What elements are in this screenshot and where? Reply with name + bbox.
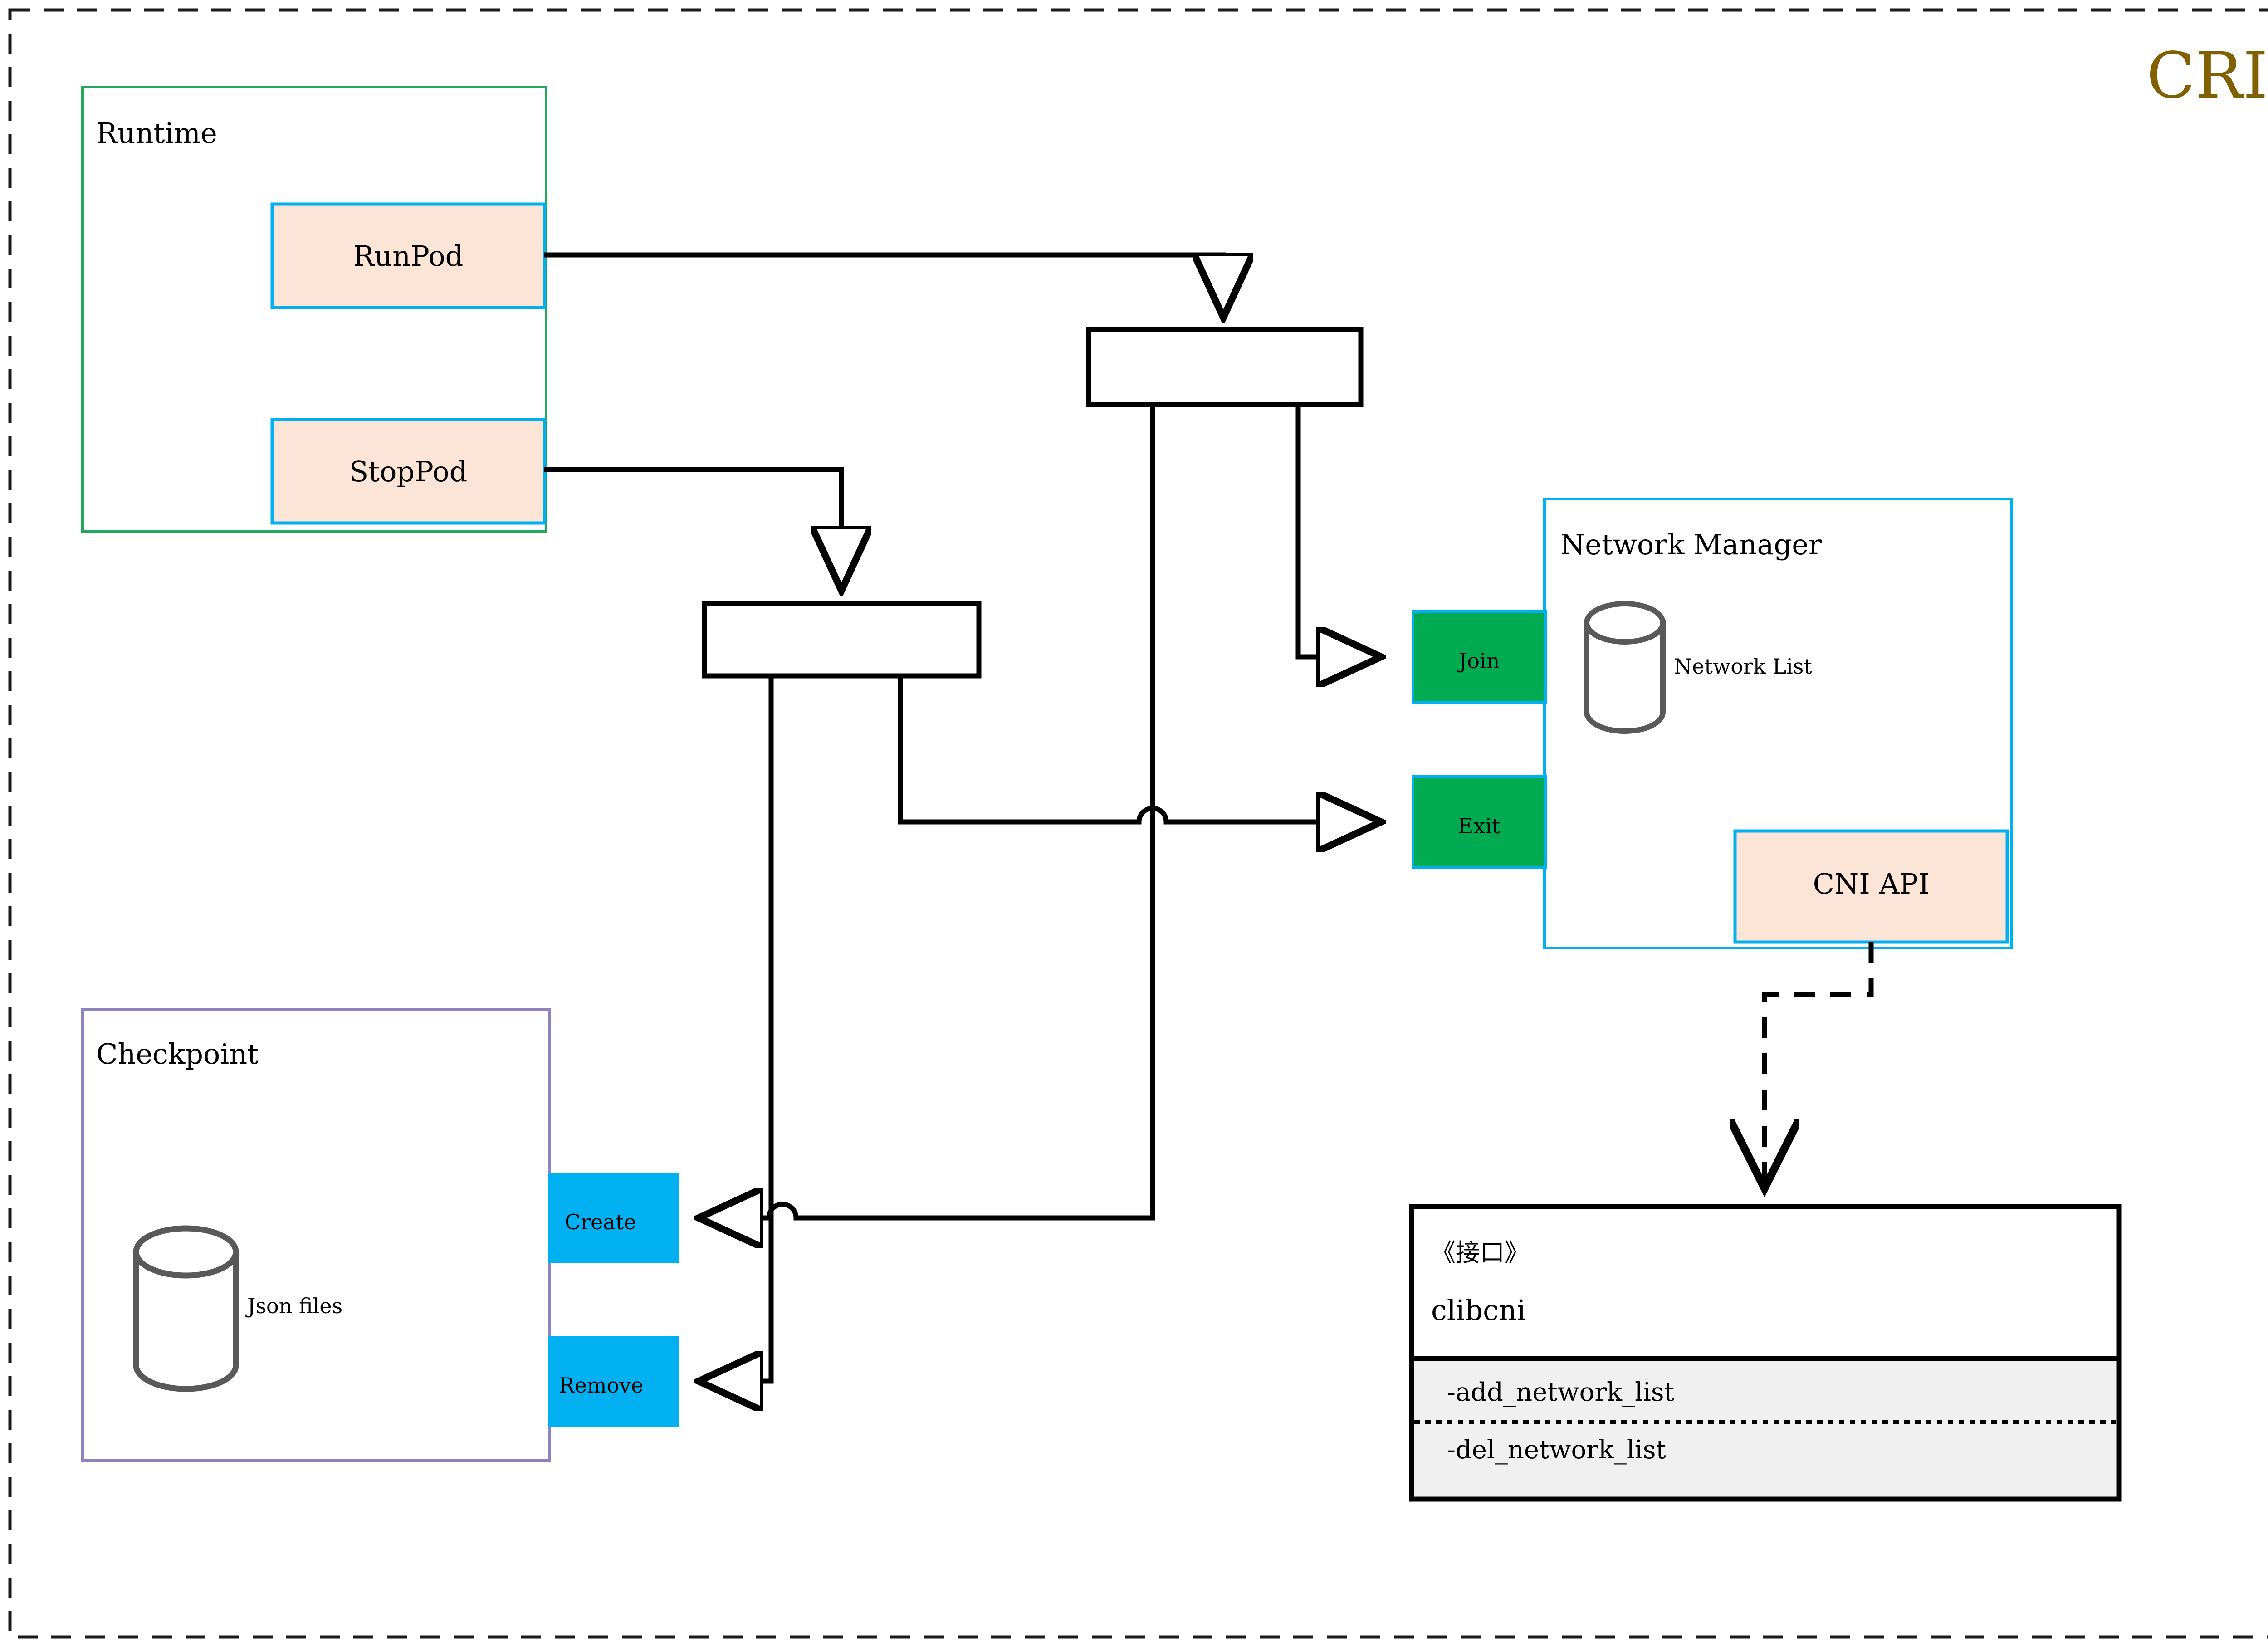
remove-box[interactable] bbox=[548, 1336, 679, 1427]
remove-label: Remove bbox=[559, 1373, 643, 1398]
create-label: Create bbox=[565, 1210, 636, 1234]
connector-cni-api-to-clibcni bbox=[1765, 942, 1874, 1188]
clibcni-methods-compartment bbox=[1414, 1359, 2116, 1496]
connector-runpod-to-fork-top bbox=[544, 252, 1223, 318]
outer-frame bbox=[8, 8, 2268, 1639]
json-files-cylinder-icon bbox=[133, 1225, 239, 1392]
exit-label: Exit bbox=[1458, 814, 1501, 838]
network-list-cylinder-icon bbox=[1584, 601, 1666, 734]
cni-api-label: CNI API bbox=[1813, 867, 1930, 900]
cni-api-box[interactable] bbox=[1733, 829, 2009, 944]
json-files-label: Json files bbox=[245, 1294, 342, 1318]
network-list-label: Network List bbox=[1674, 654, 1812, 679]
runtime-group-box bbox=[81, 86, 547, 533]
runtime-group-label: Runtime bbox=[96, 117, 217, 150]
connector-fork-top-to-create bbox=[699, 405, 1155, 1218]
clibcni-stereotype: 《接口》 bbox=[1431, 1238, 1529, 1267]
checkpoint-group-label: Checkpoint bbox=[96, 1037, 259, 1070]
join-label: Join bbox=[1457, 649, 1500, 673]
exit-box[interactable] bbox=[1412, 775, 1547, 869]
connector-fork-bottom-to-exit bbox=[898, 676, 1381, 822]
stoppod-label: StopPod bbox=[349, 455, 468, 488]
clibcni-name: clibcni bbox=[1431, 1294, 1526, 1327]
network-manager-group-label: Network Manager bbox=[1560, 528, 1822, 561]
connector-fork-top-to-join bbox=[1295, 405, 1381, 657]
clibcni-method-add: -add_network_list bbox=[1447, 1378, 1675, 1407]
fork-bar-bottom bbox=[702, 601, 982, 679]
runpod-box[interactable] bbox=[270, 202, 546, 309]
connector-fork-bottom-to-remove bbox=[699, 676, 774, 1381]
clibcni-method-del: -del_network_list bbox=[1447, 1435, 1666, 1465]
create-box[interactable] bbox=[548, 1173, 679, 1263]
join-box[interactable] bbox=[1412, 610, 1547, 704]
page-title: CRI bbox=[2146, 39, 2268, 113]
fork-bar-top bbox=[1086, 327, 1364, 407]
runpod-label: RunPod bbox=[353, 239, 464, 273]
connector-stoppod-to-fork-bottom bbox=[544, 467, 841, 591]
